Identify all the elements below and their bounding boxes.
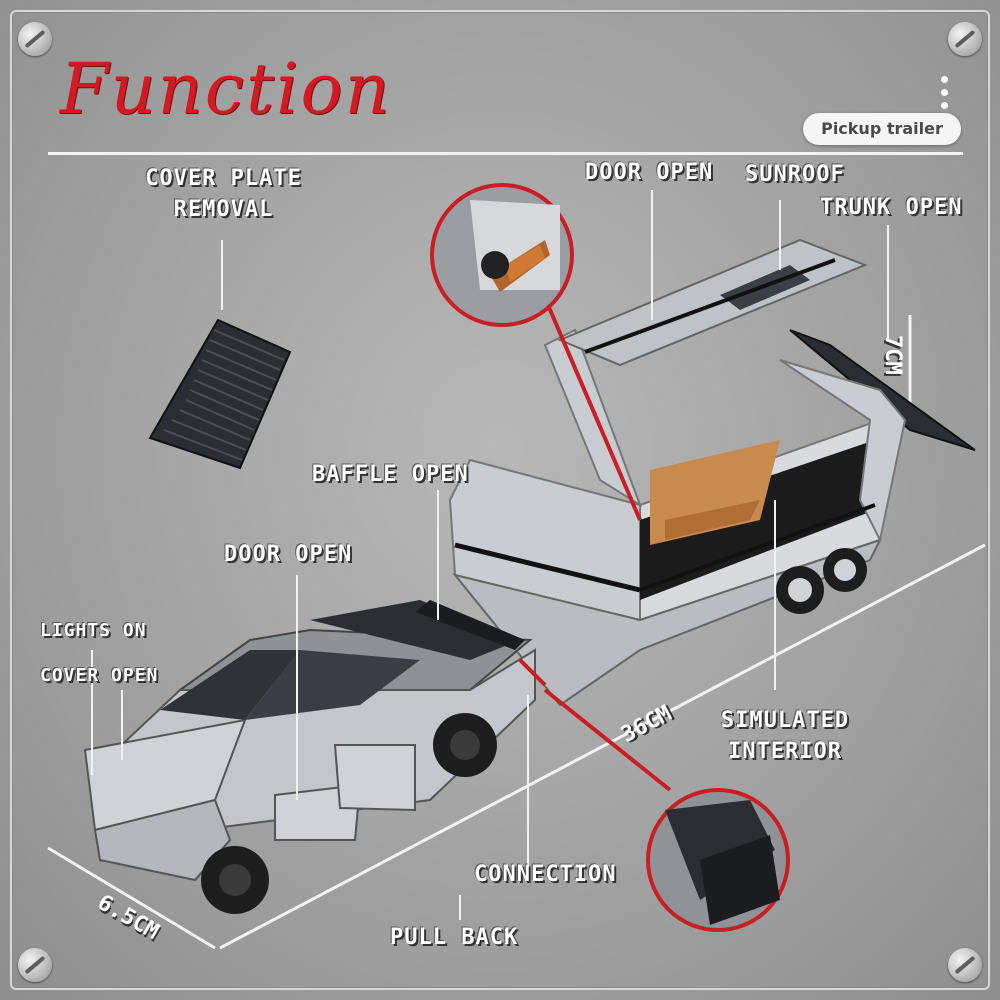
label-door-open-front: DOOR OPEN <box>224 542 353 567</box>
inset-stairs <box>430 183 574 327</box>
label-simulated-interior: SIMULATED INTERIOR <box>700 708 870 764</box>
screw-icon <box>948 22 982 56</box>
cover-plate <box>148 318 292 470</box>
label-line: INTERIOR <box>728 739 842 764</box>
truck-wheels <box>201 713 497 914</box>
screw-icon <box>948 948 982 982</box>
pickup-truck <box>83 600 536 882</box>
screw-icon <box>18 22 52 56</box>
label-pull-back: PULL BACK <box>390 925 519 950</box>
label-line: COVER PLATE <box>145 166 302 191</box>
label-lights-on: LIGHTS ON <box>40 620 147 641</box>
category-badge[interactable]: Pickup trailer <box>803 113 961 145</box>
screw-icon <box>18 948 52 982</box>
dimension-lines <box>47 315 986 950</box>
title-divider <box>48 152 963 155</box>
label-door-open-top: DOOR OPEN <box>585 160 714 185</box>
label-line: SIMULATED <box>720 708 850 733</box>
page-frame <box>10 10 990 990</box>
trailer-body <box>448 238 976 707</box>
dimension-height: 7CM <box>880 335 905 375</box>
label-connection: CONNECTION <box>474 862 617 887</box>
trailer-wheels <box>776 548 867 614</box>
page-title: Function <box>60 48 392 130</box>
label-baffle-open: BAFFLE OPEN <box>312 462 469 487</box>
hitch-connection <box>518 658 547 687</box>
label-sunroof: SUNROOF <box>745 162 845 187</box>
vertical-dots-icon[interactable] <box>941 76 951 115</box>
callout-lines <box>91 190 889 920</box>
label-trunk-open: TRUNK OPEN <box>820 195 963 220</box>
callout-red-lines <box>543 304 672 792</box>
label-cover-plate-removal: COVER PLATE REMOVAL <box>136 166 311 222</box>
inset-hitch <box>646 788 790 932</box>
label-cover-open: COVER OPEN <box>40 665 159 686</box>
label-line: REMOVAL <box>173 197 274 222</box>
